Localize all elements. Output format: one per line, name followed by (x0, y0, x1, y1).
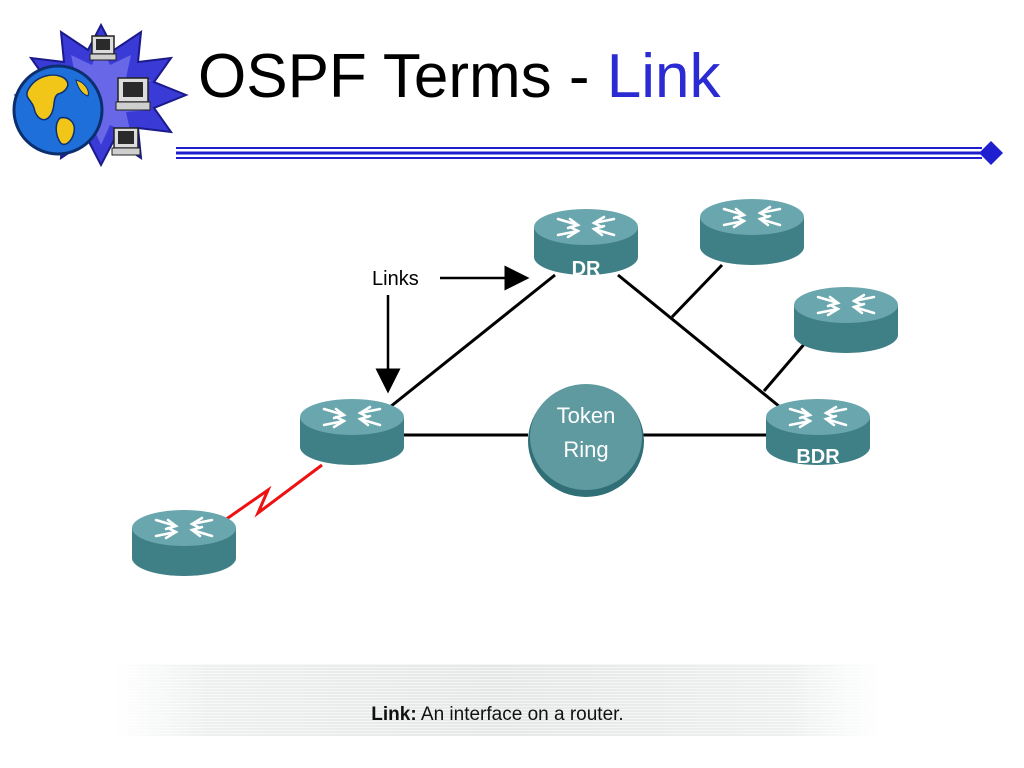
serial-link (224, 463, 323, 522)
router-right (792, 285, 900, 355)
router-remote (130, 508, 238, 578)
router-left (298, 397, 406, 467)
router-top-right (698, 197, 806, 267)
title-rule (176, 141, 1003, 165)
link-left-dr (389, 273, 556, 409)
router-bdr: BDR (764, 397, 872, 468)
token-ring: Token Ring (528, 384, 644, 497)
caption-term: Link: (371, 704, 417, 725)
title-main: OSPF Terms - (198, 42, 607, 111)
token-ring-line1: Token (557, 403, 616, 428)
diamond-icon (979, 141, 1003, 165)
link-topright-branch (670, 263, 724, 319)
caption-definition: An interface on a router. (416, 704, 624, 725)
globe-icon (12, 64, 104, 156)
slide-title: OSPF Terms - Link (198, 46, 721, 108)
links-label: Links (372, 268, 419, 290)
computer-icon (111, 127, 141, 156)
router-dr: DR (532, 207, 640, 280)
caption-band: Link: An interface on a router. (115, 664, 880, 736)
computer-icon (89, 35, 117, 61)
caption: Link: An interface on a router. (115, 704, 880, 726)
router-bdr-label: BDR (796, 446, 840, 468)
link-dr-bdr (617, 273, 781, 409)
title-accent: Link (606, 42, 721, 111)
ospf-link-diagram: Links DR BDR Token Ring (130, 197, 900, 578)
globe-computers-logo (12, 22, 189, 168)
router-dr-label: DR (572, 258, 601, 280)
token-ring-line2: Ring (563, 437, 608, 462)
ethernet-links (389, 263, 814, 437)
computer-icon (115, 77, 151, 111)
